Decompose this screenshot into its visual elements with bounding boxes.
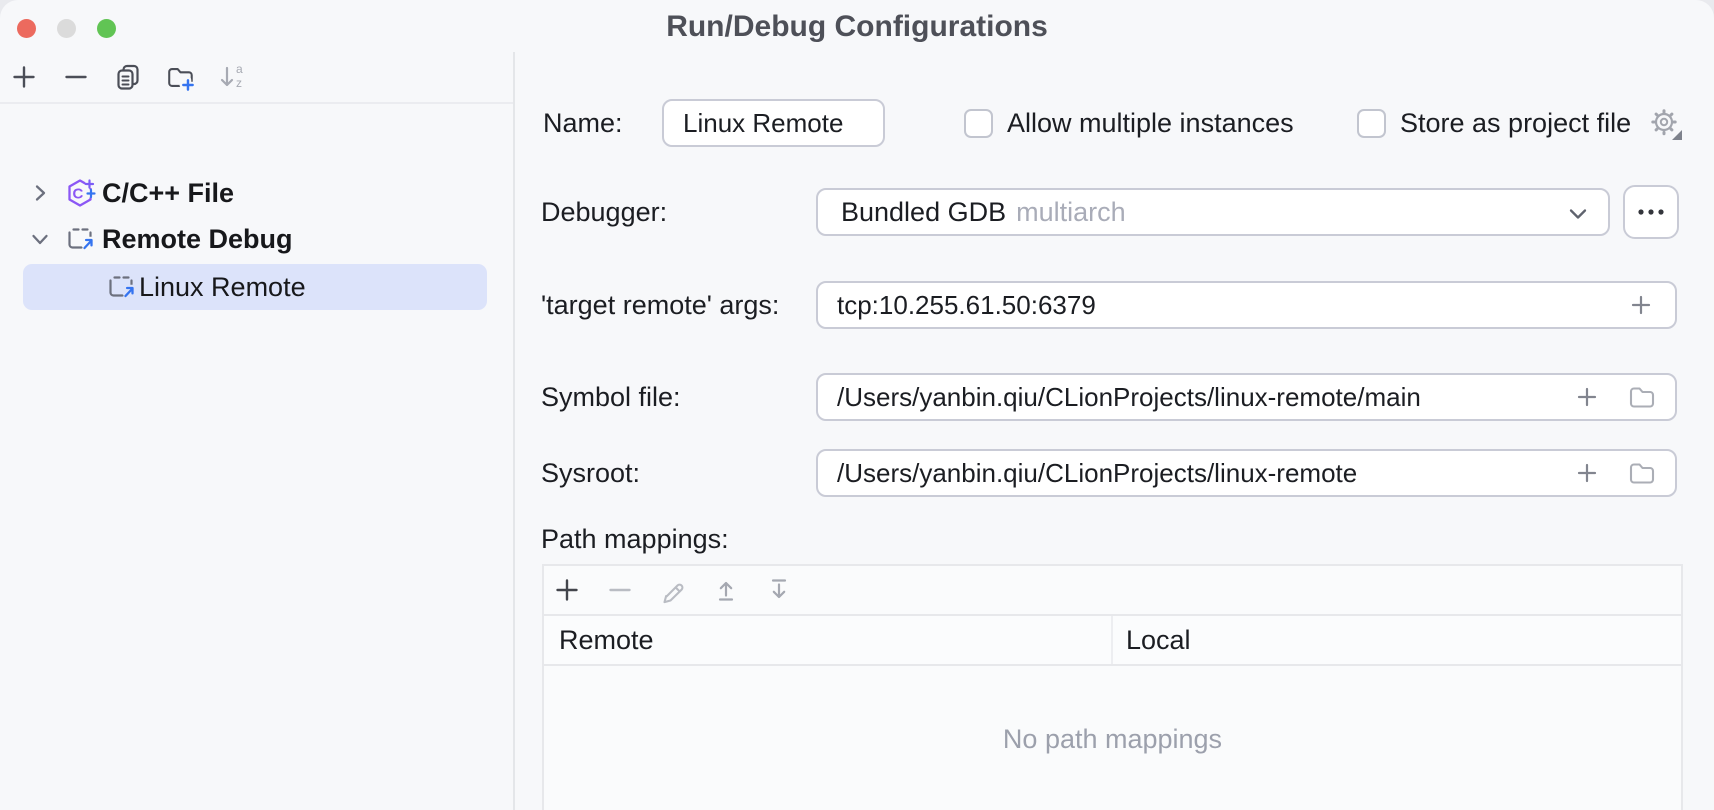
- configurations-sidebar: a z C C/C++ File: [0, 52, 513, 810]
- configurations-tree: C C/C++ File: [0, 104, 513, 810]
- debugger-value: Bundled GDB: [841, 196, 1007, 227]
- target-remote-args-label: 'target remote' args:: [541, 290, 780, 320]
- target-remote-args-input[interactable]: [816, 281, 1677, 329]
- browse-folder-icon[interactable]: [1626, 382, 1656, 412]
- name-input[interactable]: [662, 99, 885, 147]
- add-mapping-button[interactable]: [552, 575, 582, 605]
- svg-text:a: a: [236, 62, 243, 76]
- edit-mapping-button[interactable]: [658, 575, 688, 605]
- sort-configurations-button[interactable]: a z: [217, 62, 247, 92]
- titlebar: Run/Debug Configurations: [0, 0, 1714, 52]
- local-column-header: Local: [1126, 624, 1191, 655]
- remote-column-header: Remote: [544, 616, 1113, 664]
- svg-text:C: C: [73, 186, 84, 203]
- sidebar-toolbar-divider: [0, 102, 513, 104]
- sysroot-label: Sysroot:: [541, 458, 641, 488]
- path-mappings-toolbar: [544, 566, 1681, 616]
- sort-alphabetically-icon: a z: [220, 62, 243, 90]
- copy-icon: [117, 64, 139, 90]
- symbol-file-label: Symbol file:: [541, 382, 681, 412]
- new-folder-button[interactable]: [165, 62, 195, 93]
- move-mapping-up-button[interactable]: [711, 575, 741, 605]
- panel-divider: [513, 52, 515, 810]
- selection-highlight: [23, 264, 487, 310]
- cpp-file-icon: C: [68, 179, 96, 207]
- svg-text:z: z: [236, 76, 242, 90]
- minimize-window-button[interactable]: [57, 19, 76, 38]
- sidebar-toolbar: a z: [0, 52, 513, 102]
- debugger-label: Debugger:: [541, 197, 668, 227]
- configuration-form: Name: Allow multiple instances Store as …: [513, 52, 1714, 810]
- minus-icon: [609, 588, 631, 592]
- tree-item-remote-debug[interactable]: Remote Debug: [0, 217, 513, 261]
- zoom-window-button[interactable]: [97, 19, 116, 38]
- move-up-icon: [718, 581, 734, 601]
- chevron-down-icon: [1569, 209, 1587, 219]
- path-mappings-label: Path mappings:: [541, 524, 729, 554]
- tree-item-linux-remote[interactable]: Linux Remote: [0, 264, 513, 310]
- plus-icon: [13, 66, 35, 88]
- dialog-title: Run/Debug Configurations: [666, 10, 1048, 43]
- move-mapping-down-button[interactable]: [764, 575, 794, 605]
- edit-pencil-icon: [663, 583, 684, 604]
- store-as-project-file-label[interactable]: Store as project file: [1400, 108, 1632, 138]
- chevron-down-icon[interactable]: [28, 227, 52, 251]
- close-window-button[interactable]: [17, 19, 36, 38]
- store-as-project-file-checkbox[interactable]: [1357, 109, 1386, 138]
- symbol-file-input[interactable]: [816, 373, 1677, 421]
- move-down-icon: [771, 579, 787, 599]
- debugger-hint: multiarch: [1016, 196, 1126, 227]
- tree-item-label: Linux Remote: [139, 271, 306, 302]
- expand-field-plus-icon[interactable]: [1572, 382, 1602, 412]
- path-mappings-table: Remote Local No path mappings: [542, 564, 1683, 810]
- tree-item-label: Remote Debug: [102, 223, 293, 254]
- remote-debug-icon: [68, 228, 96, 251]
- expand-field-plus-icon[interactable]: [1626, 290, 1656, 320]
- name-label: Name:: [543, 108, 623, 138]
- remove-configuration-button[interactable]: [61, 62, 91, 92]
- minus-icon: [65, 75, 87, 79]
- allow-multiple-instances-checkbox[interactable]: [964, 109, 993, 138]
- expand-field-plus-icon[interactable]: [1572, 458, 1602, 488]
- chevron-right-icon[interactable]: [28, 181, 52, 205]
- project-file-settings-gear-icon[interactable]: [1646, 104, 1686, 144]
- path-mappings-header: Remote Local: [544, 616, 1681, 666]
- debugger-select[interactable]: Bundled GDB multiarch: [816, 188, 1610, 236]
- debugger-browse-button[interactable]: [1623, 185, 1679, 239]
- add-configuration-button[interactable]: [9, 62, 39, 92]
- remove-mapping-button[interactable]: [605, 575, 635, 605]
- new-folder-icon: [168, 68, 195, 93]
- tree-item-label: C/C++ File: [102, 177, 235, 208]
- tree-item-cpp-file[interactable]: C C/C++ File: [0, 171, 513, 215]
- allow-multiple-instances-label[interactable]: Allow multiple instances: [1007, 108, 1294, 138]
- remote-debug-icon: [109, 276, 137, 299]
- copy-configuration-button[interactable]: [113, 62, 143, 92]
- plus-icon: [556, 579, 578, 601]
- browse-folder-icon[interactable]: [1626, 458, 1656, 488]
- empty-state-text: No path mappings: [1002, 724, 1223, 754]
- sysroot-input[interactable]: [816, 449, 1677, 497]
- ellipsis-icon: [1638, 209, 1664, 215]
